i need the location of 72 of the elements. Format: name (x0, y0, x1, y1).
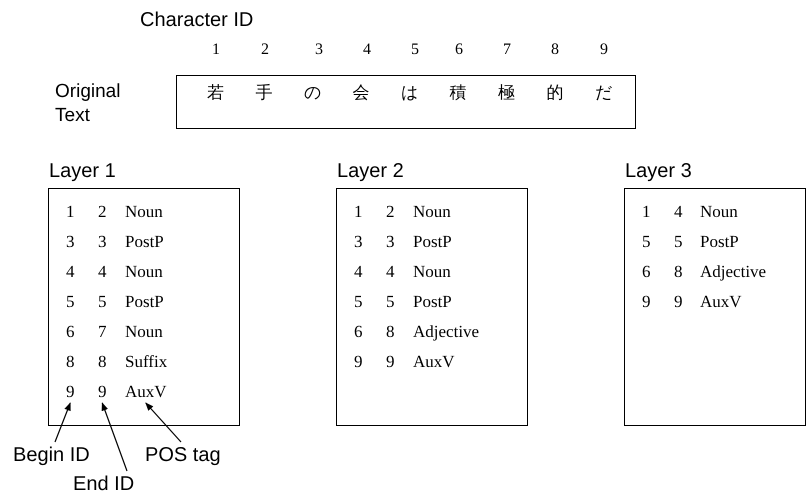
begin-id: 5 (66, 293, 74, 310)
end-id: 3 (386, 233, 394, 250)
pos-tag: Noun (700, 203, 738, 220)
character-id: 8 (551, 42, 559, 58)
begin-id: 6 (354, 323, 362, 340)
end-id: 8 (98, 353, 106, 370)
pos-tag: AuxV (125, 383, 167, 400)
begin-id: 5 (642, 233, 650, 250)
pos-tag: PostP (125, 293, 164, 310)
character-id: 2 (261, 42, 269, 58)
pos-tag: Adjective (413, 323, 480, 340)
pos-tag: PostP (413, 293, 452, 310)
begin-id: 4 (66, 263, 74, 280)
character-id: 9 (600, 42, 608, 58)
pos-tag: Noun (125, 263, 163, 280)
pos-tag: Noun (413, 263, 451, 280)
leader-line (102, 402, 128, 472)
callout-text: Begin ID (13, 445, 90, 465)
begin-id: 3 (354, 233, 362, 250)
begin-id: 6 (642, 263, 650, 280)
pos-tag: PostP (700, 233, 739, 250)
character-id: 1 (212, 42, 220, 58)
original-text: 若手の会は積極的だ (207, 84, 644, 101)
end-id: 4 (386, 263, 394, 280)
callout-text: POS tag (145, 445, 221, 465)
pos-tag: PostP (413, 233, 452, 250)
end-id: 5 (98, 293, 106, 310)
begin-id: 1 (642, 203, 650, 220)
end-id: 4 (674, 203, 682, 220)
callout-text: End ID (73, 474, 134, 494)
pos-tag: Adjective (700, 263, 766, 280)
end-id: 5 (674, 233, 682, 250)
end-id: 2 (386, 203, 394, 220)
begin-id: 6 (66, 323, 74, 340)
pos-tag: Noun (125, 323, 163, 340)
begin-id: 3 (66, 233, 74, 250)
end-id: 8 (674, 263, 682, 280)
pos-tag: AuxV (700, 293, 742, 310)
pos-tag: Noun (125, 203, 163, 220)
character-id: 3 (315, 42, 323, 58)
row-heading: Original Text (55, 80, 122, 128)
layer-heading: Layer 2 (337, 161, 404, 181)
end-id: 5 (386, 293, 394, 310)
begin-id: 1 (66, 203, 74, 220)
layer-heading: Layer 3 (625, 161, 692, 181)
end-id: 4 (98, 263, 106, 280)
end-id: 8 (386, 323, 394, 340)
end-id: 7 (98, 323, 106, 340)
pos-tag: Noun (413, 203, 451, 220)
end-id: 2 (98, 203, 106, 220)
begin-id: 1 (354, 203, 362, 220)
character-id: 4 (363, 42, 371, 58)
end-id: 9 (674, 293, 682, 310)
pos-tag: AuxV (413, 353, 455, 370)
pos-tag: Suffix (125, 353, 168, 370)
end-id: 3 (98, 233, 106, 250)
character-id: 7 (503, 42, 511, 58)
begin-id: 9 (354, 353, 362, 370)
begin-id: 5 (354, 293, 362, 310)
end-id: 9 (98, 383, 106, 400)
begin-id: 9 (642, 293, 650, 310)
end-id: 9 (386, 353, 394, 370)
begin-id: 9 (66, 383, 74, 400)
begin-id: 8 (66, 353, 74, 370)
layer-heading: Layer 1 (49, 161, 116, 181)
leader-line (54, 402, 71, 442)
pos-tag: PostP (125, 233, 164, 250)
character-id: 5 (411, 42, 419, 58)
leader-line (145, 402, 182, 442)
axis-title: Character ID (140, 10, 254, 30)
begin-id: 4 (354, 263, 362, 280)
character-id: 6 (455, 42, 463, 58)
